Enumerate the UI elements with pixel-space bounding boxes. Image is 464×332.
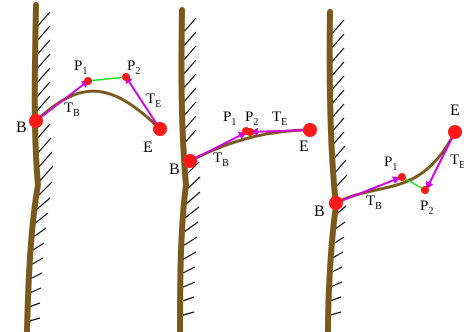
tangent-begin-arrow [189,132,247,162]
stem [177,7,190,332]
point-P2 [122,73,130,81]
tangent-end-arrow [250,127,311,136]
label-P2: P2 [127,58,140,77]
panel-2: B E P1 P2 TB TE [169,7,317,332]
point-P2 [421,186,429,194]
stem [24,2,42,332]
control-link [87,76,127,82]
point-E [303,123,317,137]
label-P1: P1 [384,154,397,173]
label-P2: P2 [420,198,433,217]
label-E: E [450,102,460,119]
control-link [401,176,426,191]
label-P2: P2 [245,109,258,128]
point-P1 [398,173,406,181]
label-B: B [16,119,27,136]
point-E [153,122,167,136]
tangent-end-arrow [426,131,456,190]
label-TE: TE [450,152,464,171]
label-TB: TB [366,193,382,212]
point-P1 [84,77,92,85]
label-B: B [169,161,180,178]
panel-3: B E P1 P2 TB TE [314,9,464,332]
label-P1: P1 [74,58,87,77]
tangent-begin-arrow [35,79,90,122]
label-P1: P1 [223,109,236,128]
label-E: E [143,139,153,156]
label-TE: TE [272,109,287,128]
point-E [448,125,462,139]
tangent-end-arrow [124,75,161,130]
label-B: B [314,203,325,220]
label-TE: TE [146,91,161,110]
label-E: E [299,138,309,155]
bezier-curve [34,89,162,131]
panel-1: B E P1 P2 TB TE [16,2,167,332]
label-TB: TB [213,150,229,169]
point-B [29,114,43,128]
hatch-marks [25,11,54,323]
label-TB: TB [64,100,80,119]
point-B [183,154,197,168]
stem [325,9,340,332]
point-B [329,196,343,210]
point-P2 [246,128,254,136]
tangent-begin-arrow [335,176,401,204]
